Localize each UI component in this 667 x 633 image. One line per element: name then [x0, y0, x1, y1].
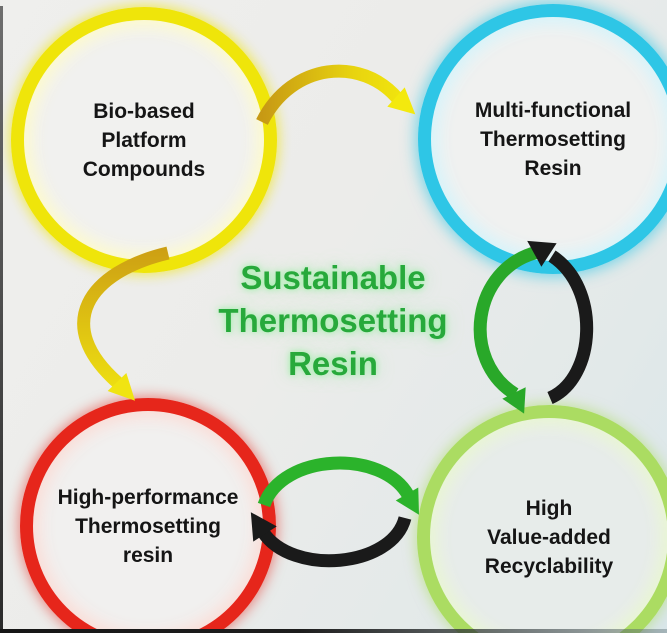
node-label-line: Thermosetting [480, 127, 626, 151]
node-label-line: Bio-based [93, 99, 195, 123]
node-label-line: Multi-functional [474, 98, 632, 122]
node-multi-functional-thermosetting-resin: Multi-functional Thermosetting Resin [418, 4, 667, 274]
diagram-title: Sustainable Thermosetting Resin [193, 256, 473, 385]
node-label-line: Compounds [82, 157, 206, 181]
diagram-title-line: Resin [288, 345, 378, 382]
node-label: Multi-functional Thermosetting Resin [431, 96, 667, 183]
node-label-line: High [525, 496, 573, 520]
node-label-line: Value-added [487, 525, 611, 549]
node-label: High Value-added Recyclability [430, 494, 667, 581]
yellow-curved-arrow-left-icon [77, 246, 170, 401]
diagram-title-line: Thermosetting [218, 302, 448, 339]
yellow-curved-arrow-top-icon [256, 64, 416, 126]
frame-edge-left [0, 6, 3, 633]
node-label-line: Resin [524, 156, 582, 180]
node-label-line: Platform [101, 128, 187, 152]
node-label-line: High-performance [57, 485, 239, 509]
green-cycle-arrow-right-icon [473, 245, 540, 414]
green-cycle-arrow-bottom-icon [257, 456, 419, 515]
node-bio-based-platform-compounds: Bio-based Platform Compounds [11, 7, 277, 273]
frame-edge-bottom [0, 629, 667, 633]
node-label: Bio-based Platform Compounds [24, 97, 264, 184]
node-label-line: resin [122, 543, 174, 567]
diagram-title-line: Sustainable [240, 259, 426, 296]
node-label-line: Recyclability [484, 554, 614, 578]
node-high-performance-thermosetting-resin: High-performance Thermosetting resin [20, 398, 276, 633]
node-label-line: Thermosetting [75, 514, 221, 538]
node-label: High-performance Thermosetting resin [33, 483, 263, 570]
node-high-value-added-recyclability: High Value-added Recyclability [417, 405, 667, 633]
